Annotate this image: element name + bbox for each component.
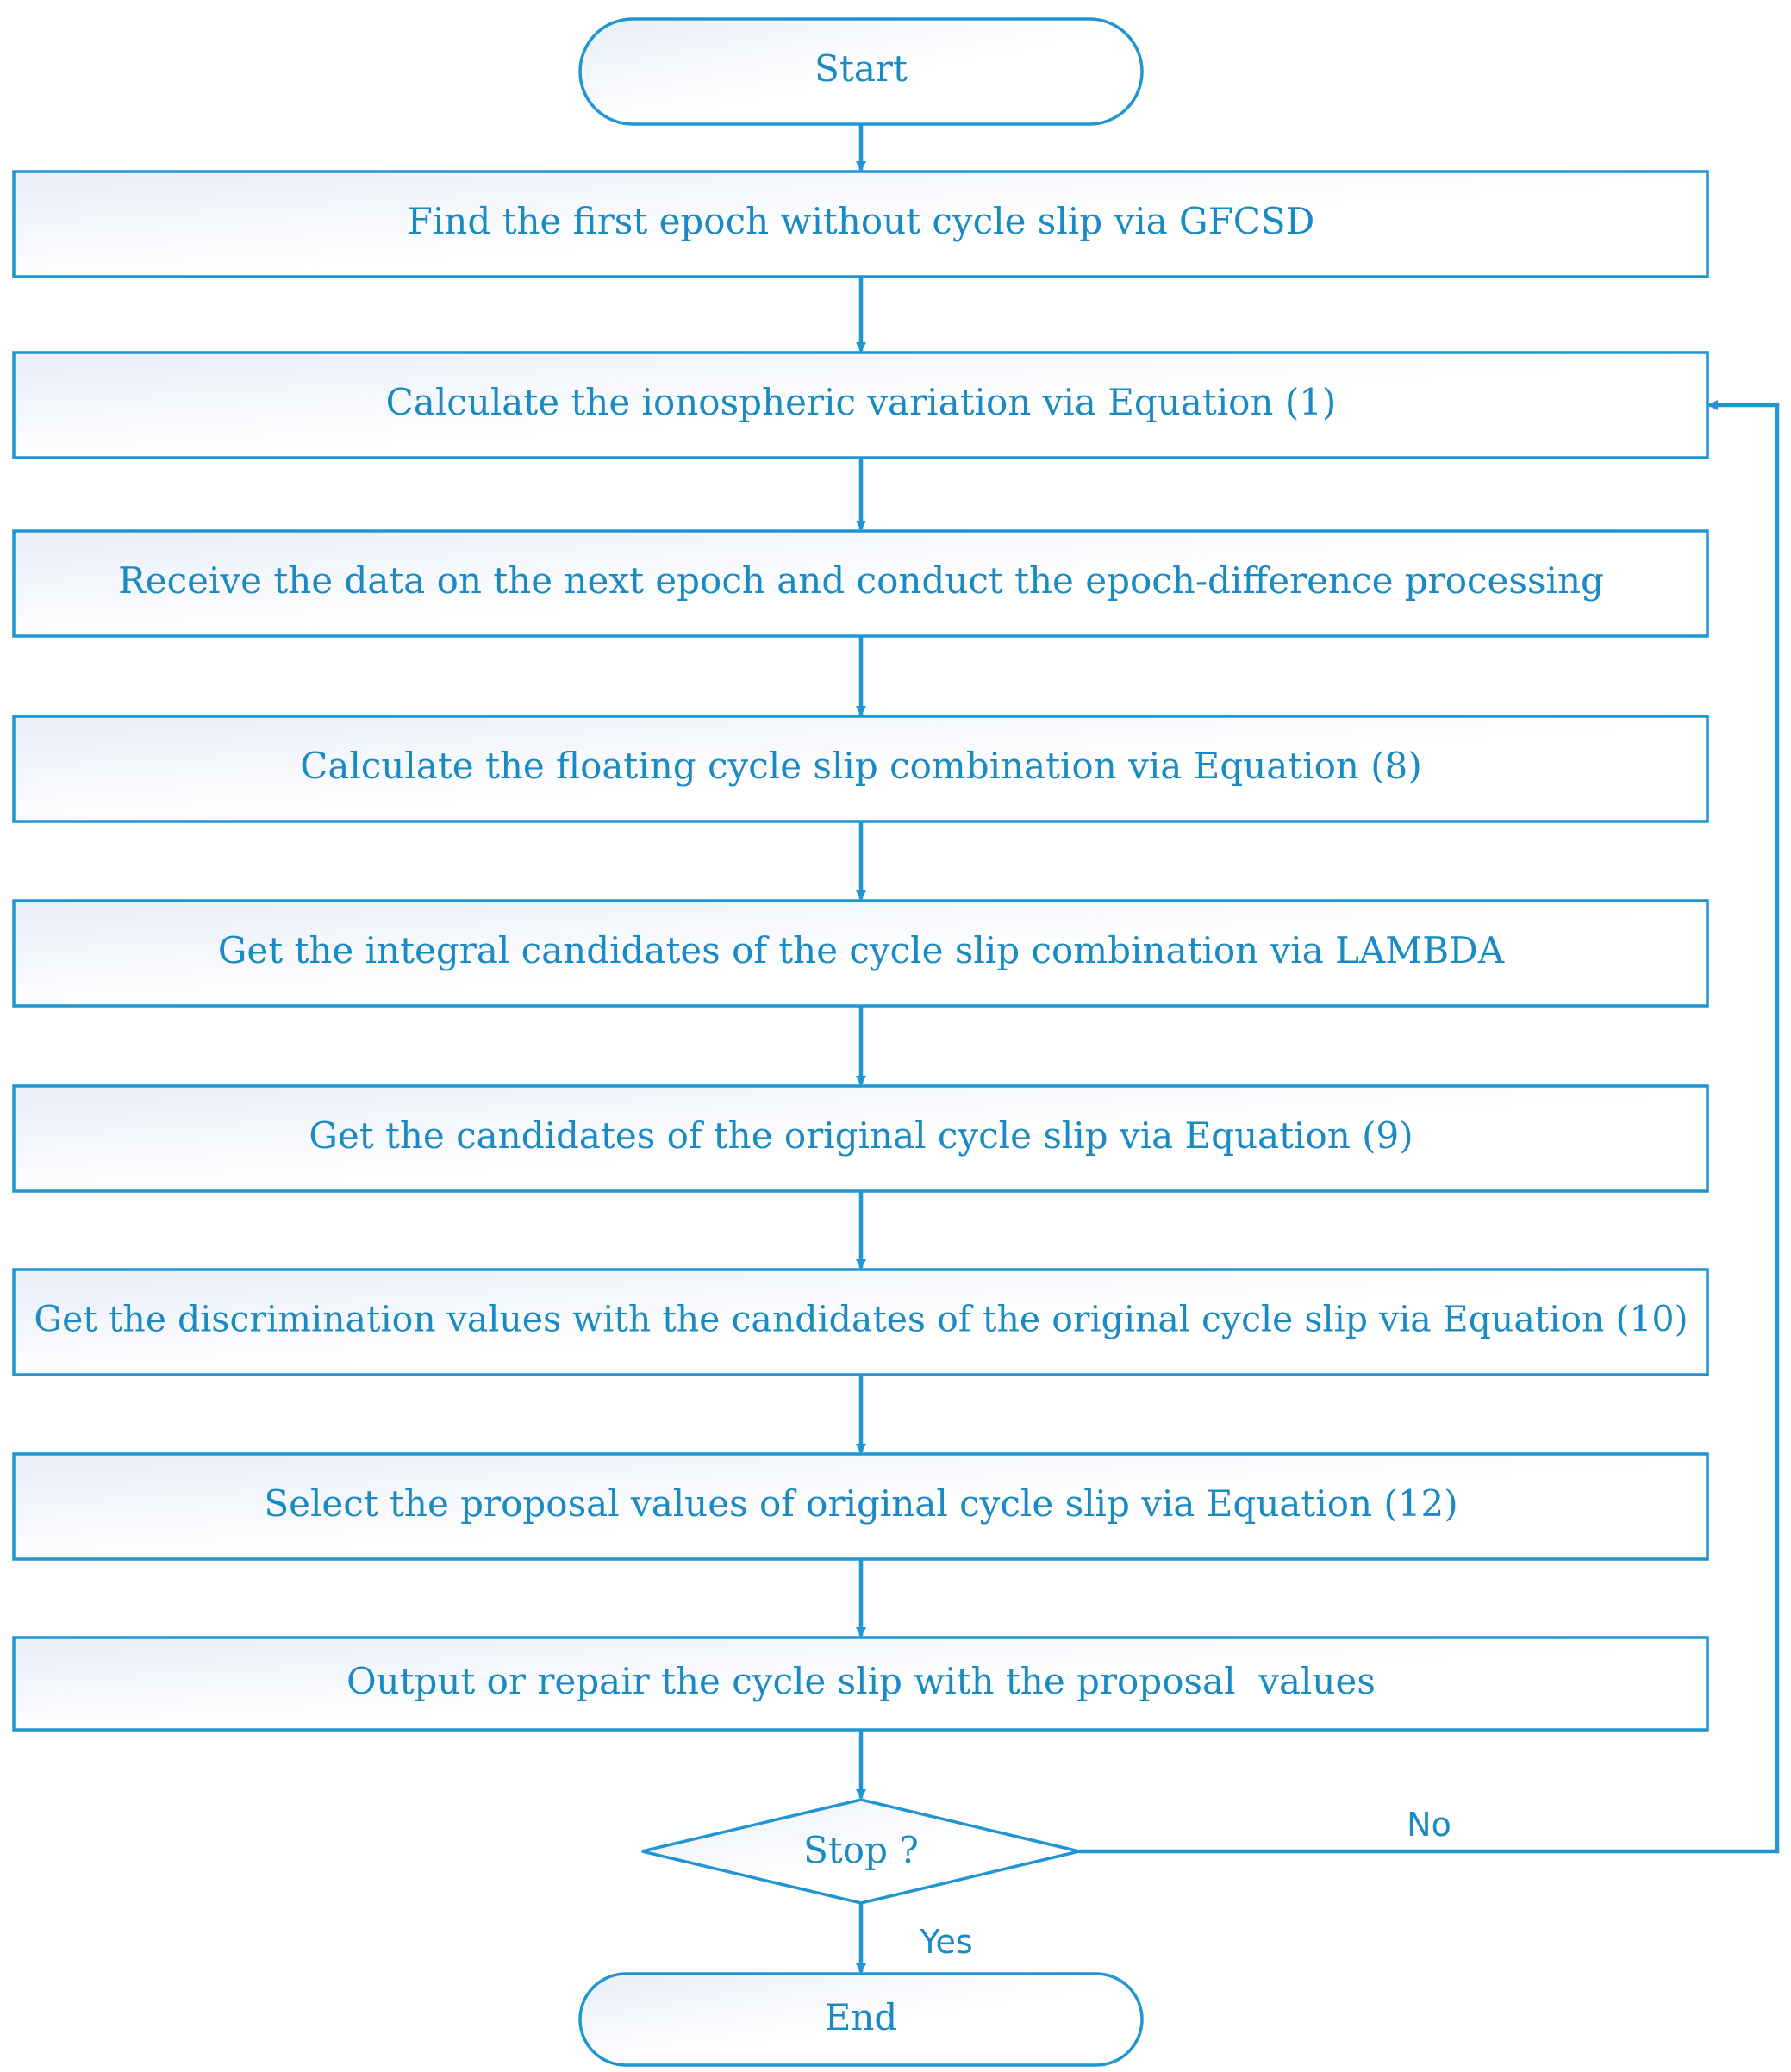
decision-label: Stop ?: [803, 1829, 919, 1871]
process-step-label: Get the discrimination values with the c…: [34, 1299, 1688, 1340]
decision-diamond: Stop ?: [641, 1798, 1080, 1905]
process-step-label: Get the candidates of the original cycle…: [309, 1114, 1413, 1157]
process-step-8: Select the proposal values of original c…: [12, 1452, 1709, 1561]
process-step-label: Select the proposal values of original c…: [264, 1482, 1457, 1525]
process-step-2: Calculate the ionospheric variation via …: [12, 351, 1709, 459]
process-step-6: Get the candidates of the original cycle…: [12, 1084, 1709, 1193]
no-loop-arrow: [1079, 400, 1780, 1854]
end-label: End: [825, 1996, 898, 2038]
process-step-label: Calculate the floating cycle slip combin…: [300, 745, 1422, 787]
process-step-9: Output or repair the cycle slip with the…: [12, 1636, 1709, 1732]
process-step-5: Get the integral candidates of the cycle…: [12, 899, 1709, 1008]
start-label: Start: [814, 47, 908, 90]
process-step-label: Output or repair the cycle slip with the…: [346, 1660, 1376, 1702]
yes-edge-label: Yes: [919, 1923, 972, 1961]
process-step-1: Find the first epoch without cycle slip …: [12, 170, 1709, 278]
no-edge-label: No: [1407, 1806, 1451, 1844]
process-step-4: Calculate the floating cycle slip combin…: [12, 715, 1709, 823]
end-terminator: End: [578, 1972, 1144, 2067]
process-step-label: Find the first epoch without cycle slip …: [408, 200, 1315, 242]
process-step-7: Get the discrimination values with the c…: [12, 1268, 1709, 1376]
process-step-3: Receive the data on the next epoch and c…: [12, 529, 1709, 638]
process-step-label: Get the integral candidates of the cycle…: [218, 929, 1505, 971]
process-step-label: Receive the data on the next epoch and c…: [118, 559, 1604, 602]
process-step-label: Calculate the ionospheric variation via …: [386, 381, 1337, 423]
start-terminator: Start: [578, 17, 1144, 126]
